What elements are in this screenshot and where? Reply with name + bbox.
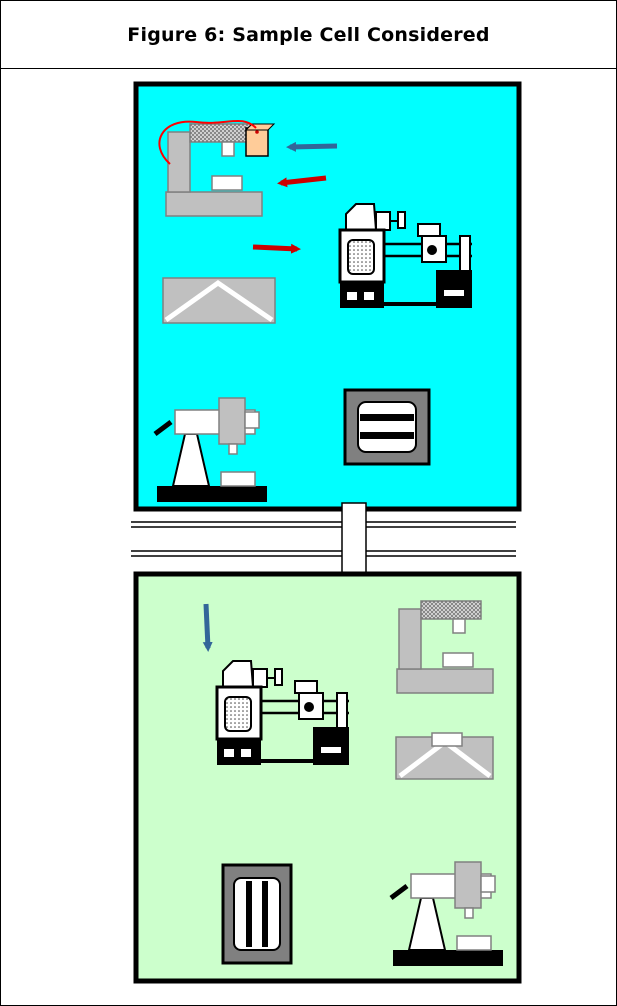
cmm-machine-icon [158, 120, 276, 217]
blue-arrow-icon [286, 141, 338, 152]
corridor [131, 502, 516, 582]
figure-title: Figure 6: Sample Cell Considered [127, 23, 490, 46]
red-arrow-icon [277, 175, 327, 188]
blue-arrow-icon [202, 603, 213, 652]
fixture-table-icon [395, 732, 494, 780]
storage-rack-icon [343, 388, 431, 466]
storage-rack-icon [221, 863, 293, 965]
figure-header: Figure 6: Sample Cell Considered [1, 1, 616, 69]
fixture-table-icon [162, 277, 276, 324]
red-arrow-icon [252, 243, 301, 254]
